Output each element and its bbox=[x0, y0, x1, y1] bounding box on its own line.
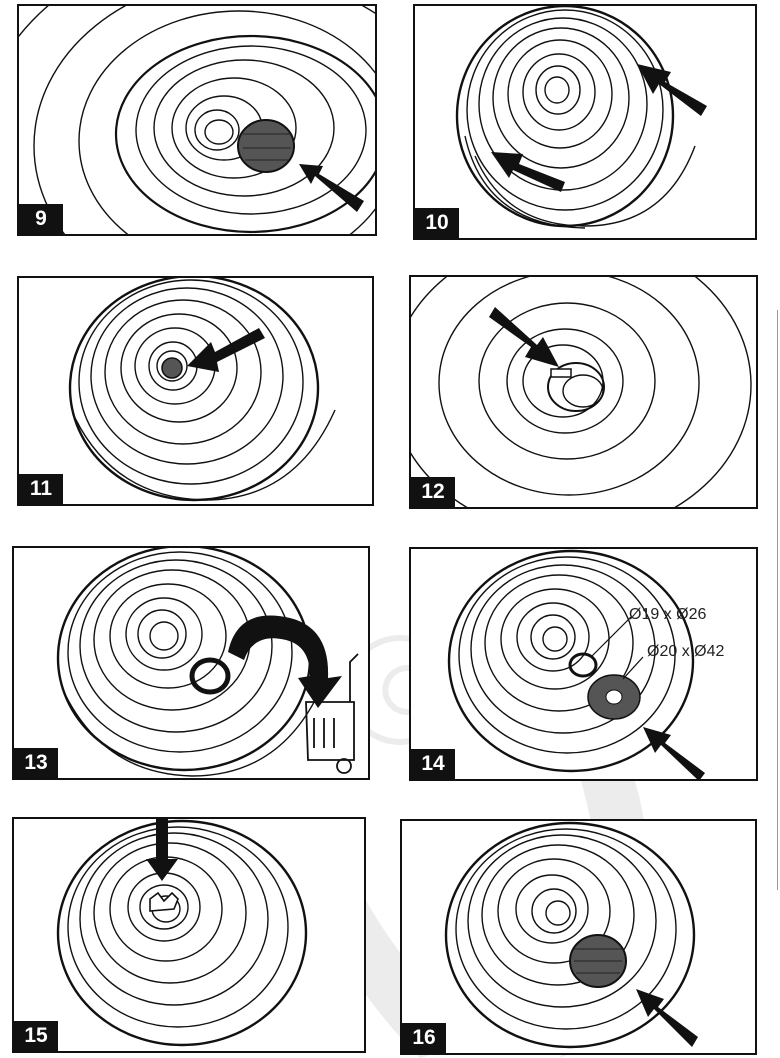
step-panel-15: 15 bbox=[12, 817, 366, 1053]
step-number: 15 bbox=[14, 1021, 58, 1051]
step-panel-16: 16 bbox=[400, 819, 757, 1055]
step-panel-13: 13 bbox=[12, 546, 370, 780]
page-edge-line bbox=[777, 310, 778, 890]
wheel-hub-illustration bbox=[56, 548, 359, 777]
wheel-hub-illustration bbox=[19, 6, 375, 234]
wheel-hub-illustration bbox=[56, 819, 308, 1047]
step-number: 11 bbox=[19, 474, 63, 504]
step-panel-9: 9 bbox=[17, 4, 377, 236]
wheel-hub-illustration bbox=[447, 549, 705, 779]
wheel-hub-illustration bbox=[411, 277, 756, 507]
dimension-label-small-washer: Ø19 x Ø26 bbox=[629, 606, 707, 623]
step-panel-14: Ø19 x Ø26 Ø20 x Ø42 14 bbox=[409, 547, 758, 781]
step-number: 9 bbox=[19, 204, 63, 234]
step-number: 14 bbox=[411, 749, 455, 779]
dimension-label-large-washer: Ø20 x Ø42 bbox=[647, 643, 725, 660]
step-number: 16 bbox=[402, 1023, 446, 1053]
step-number: 13 bbox=[14, 748, 58, 778]
step-number: 10 bbox=[415, 208, 459, 238]
step-panel-12: 12 bbox=[409, 275, 758, 509]
step-panel-10: 10 bbox=[413, 4, 757, 240]
step-panel-11: 11 bbox=[17, 276, 374, 506]
wheel-hub-illustration bbox=[444, 821, 698, 1049]
trash-bin-icon bbox=[305, 653, 359, 774]
wheel-hub-illustration bbox=[68, 278, 336, 502]
wheel-hub-illustration bbox=[455, 6, 707, 229]
step-number: 12 bbox=[411, 477, 455, 507]
